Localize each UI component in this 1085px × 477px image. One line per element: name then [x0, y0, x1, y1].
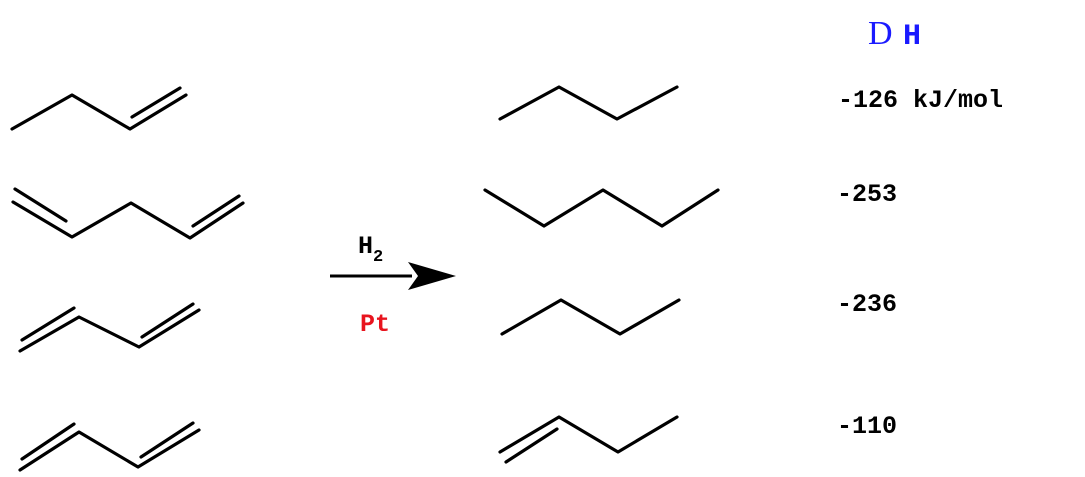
reactant-1-3-butadiene-2 [18, 421, 201, 472]
product-pentane [483, 188, 720, 228]
reactant-1-butene [10, 86, 188, 131]
product-1-butene [498, 415, 679, 464]
reactant-1-4-pentadiene [11, 187, 245, 240]
product-butane-2 [500, 298, 681, 336]
delta-symbol: D [868, 15, 893, 52]
catalyst-label: Pt [360, 310, 390, 339]
reagent-hydrogen: H2 [358, 232, 383, 267]
enthalpy-value-1: -126 kJ/mol [838, 86, 1003, 115]
enthalpy-value-3: -236 [837, 290, 897, 319]
enthalpy-value-2: -253 [837, 180, 897, 209]
reactant-1-3-butadiene-1 [18, 302, 201, 353]
reagent-hydrogen-subscript: 2 [373, 248, 383, 267]
enthalpy-symbol: H [903, 20, 921, 54]
enthalpy-value-4: -110 [837, 412, 897, 441]
product-butane-1 [498, 85, 679, 121]
reagent-hydrogen-symbol: H [358, 232, 373, 261]
reaction-arrow [330, 262, 456, 290]
